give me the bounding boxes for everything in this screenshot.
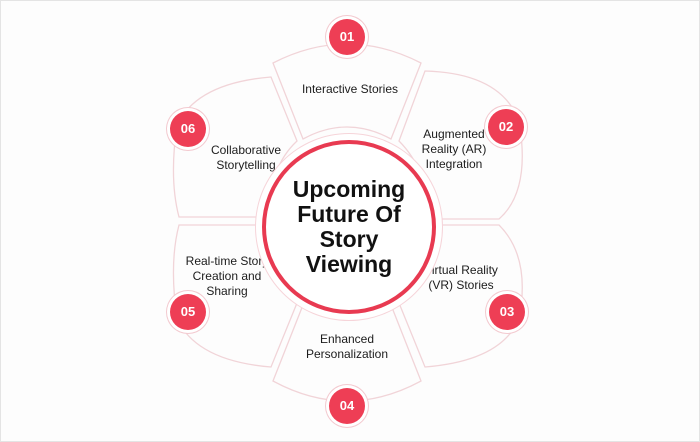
center-title: Upcoming Future Of Story Viewing <box>292 176 406 277</box>
item-label-03: Virtual Reality (VR) Stories <box>424 263 498 292</box>
item-label-01: Interactive Stories <box>301 82 399 96</box>
item-label-05: Real-time Story Creation and Sharing <box>185 254 269 298</box>
petal-01 <box>272 43 422 140</box>
petal-06 <box>172 76 298 218</box>
badge-06: 06 <box>170 111 206 147</box>
badge-05: 05 <box>170 294 206 330</box>
item-label-04: Enhanced Personalization <box>305 332 389 361</box>
badge-04: 04 <box>329 388 365 424</box>
petal-04 <box>272 304 422 402</box>
badge-03: 03 <box>489 294 525 330</box>
badge-02: 02 <box>488 109 524 145</box>
item-label-06: Collaborative Storytelling <box>210 143 282 172</box>
center-circle: Upcoming Future Of Story Viewing <box>262 140 436 314</box>
petal-02 <box>398 70 523 220</box>
badge-01: 01 <box>329 19 365 55</box>
item-label-02: Augmented Reality (AR) Integration <box>421 127 487 171</box>
